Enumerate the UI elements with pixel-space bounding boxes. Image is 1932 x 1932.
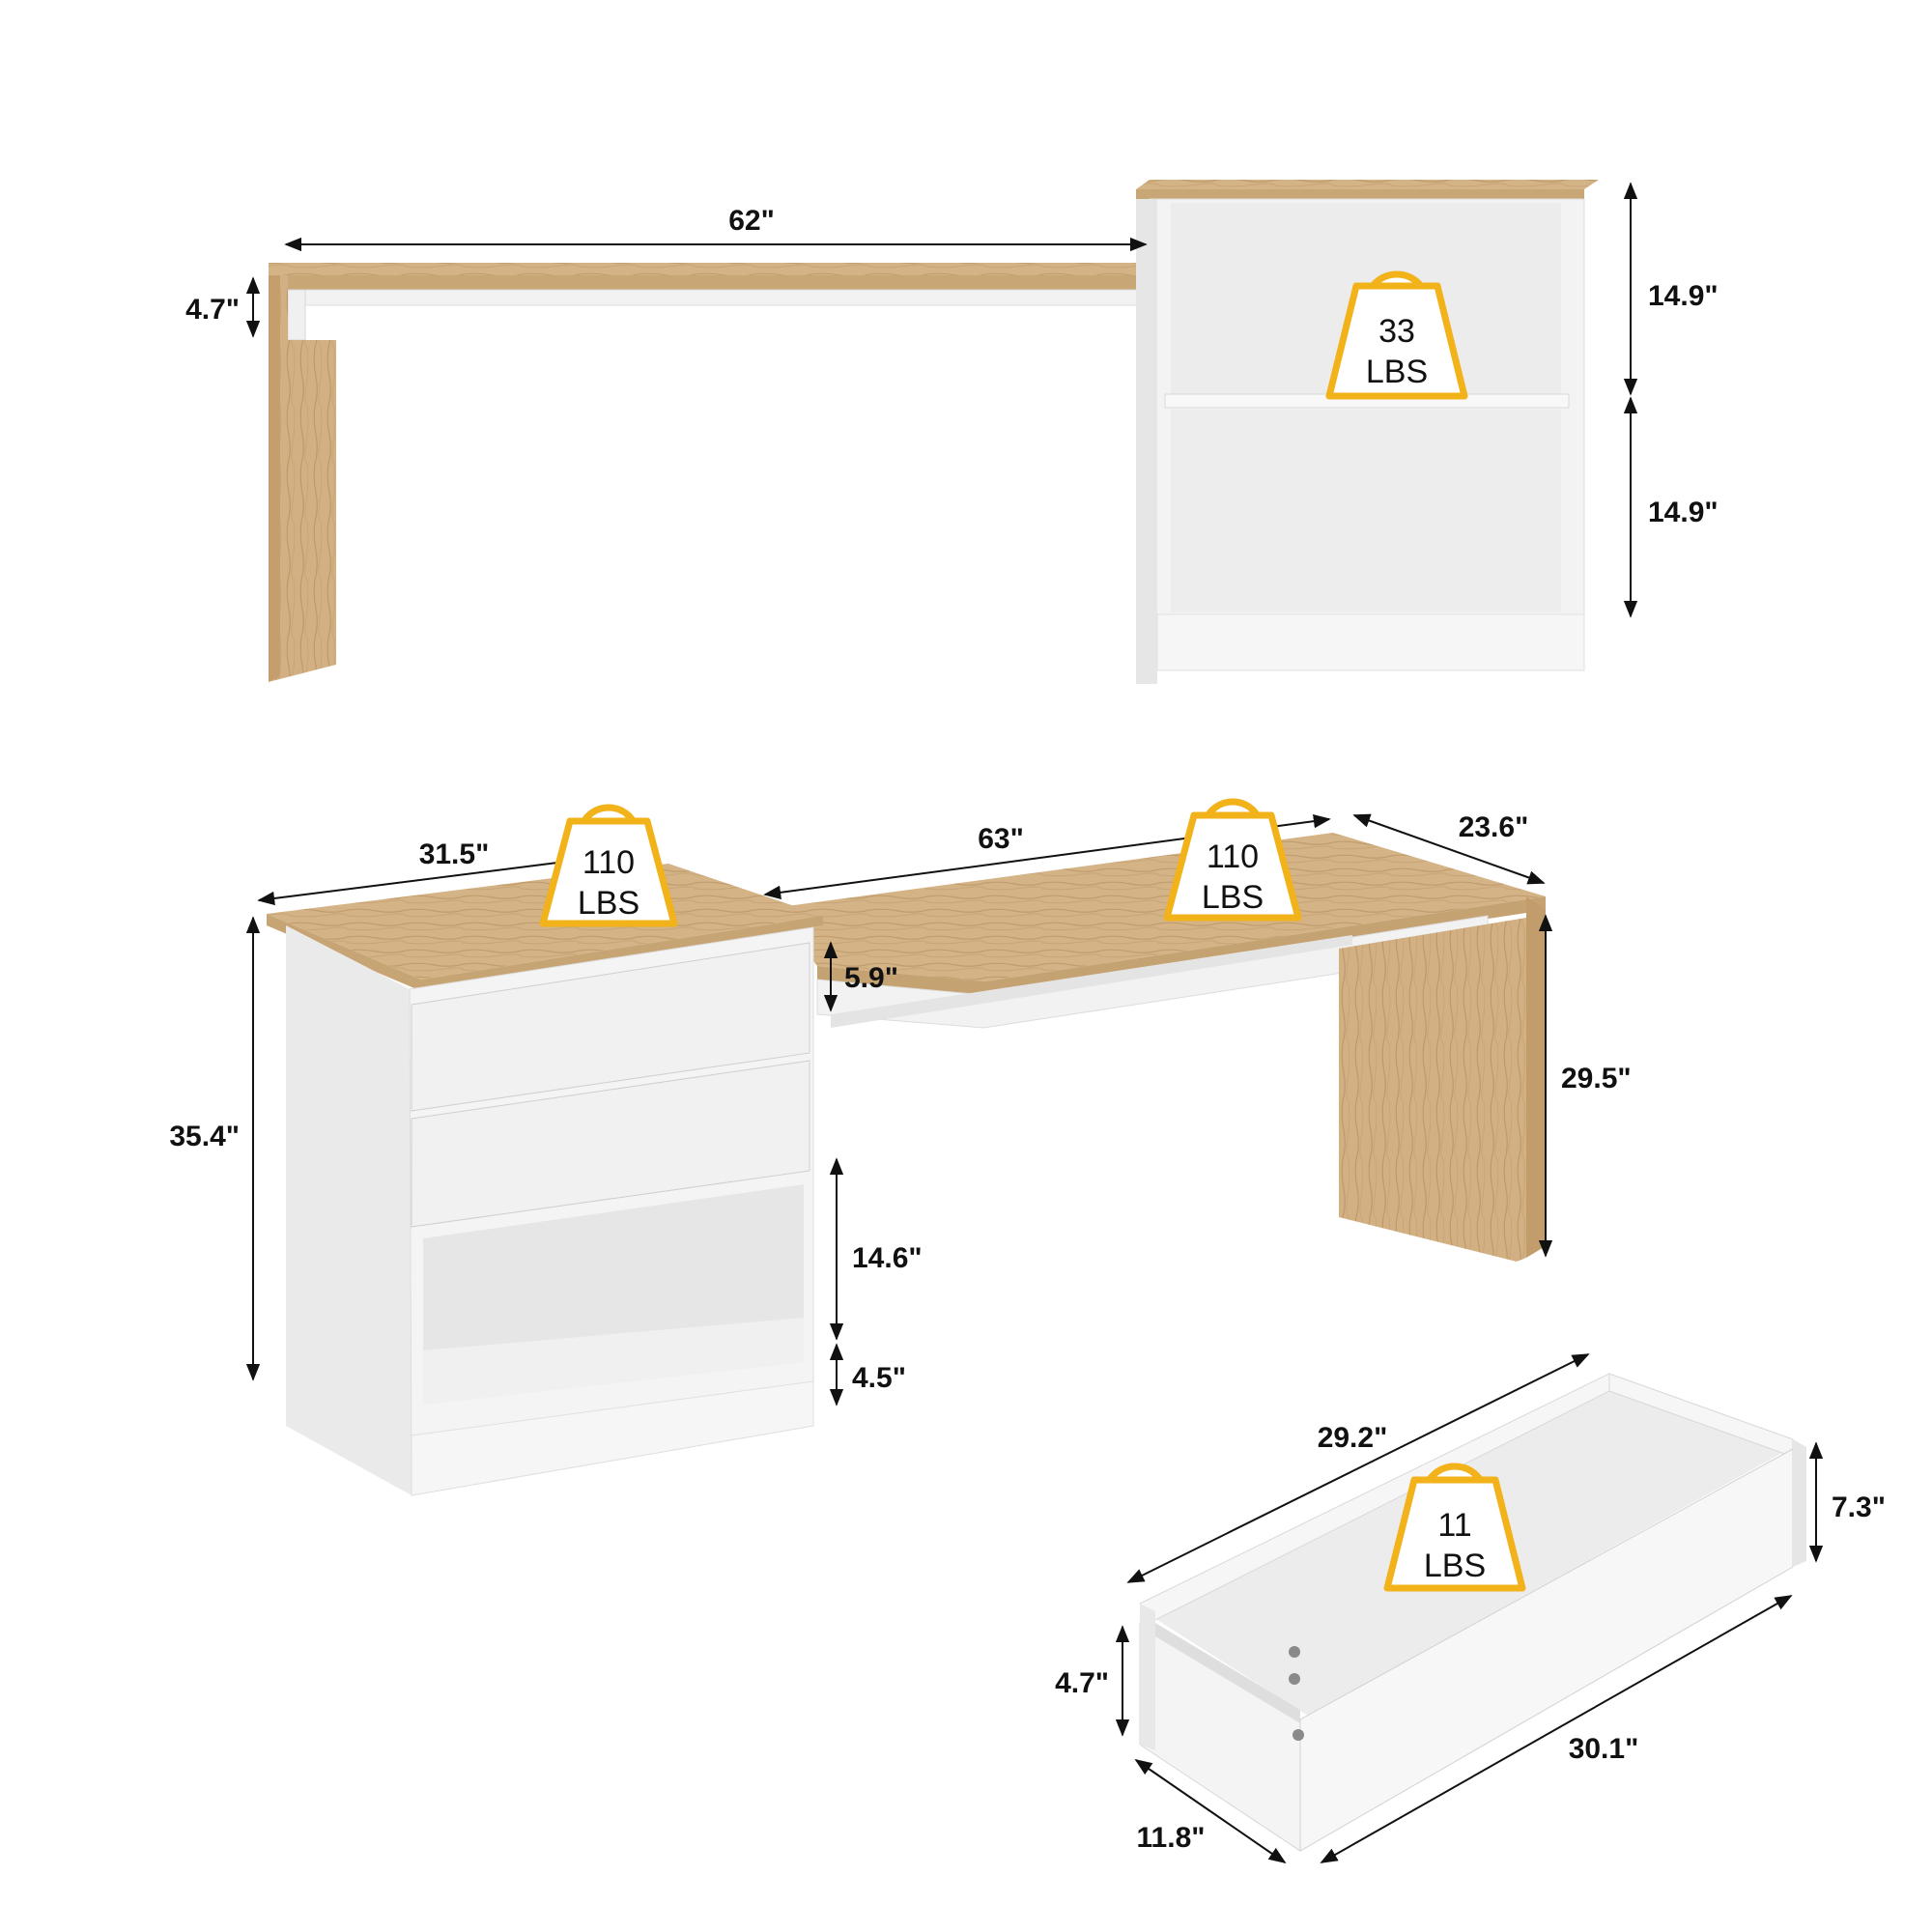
top-view-leg-side <box>269 275 280 682</box>
drawer-depth-arrow <box>1134 1758 1287 1864</box>
top-view-desk-board <box>269 263 1165 275</box>
desk-height-label: 29.5" <box>1561 1063 1632 1094</box>
top-view-thickness-label: 4.7" <box>185 294 240 326</box>
base-height-label: 4.5" <box>852 1362 906 1394</box>
top-view-shelf-lower-label: 14.9" <box>1648 497 1719 528</box>
drawer-front-height-label: 7.3" <box>1832 1492 1886 1523</box>
drawer-front-width-arrow <box>1320 1595 1793 1863</box>
open-shelf-height-label: 14.6" <box>852 1242 923 1274</box>
top-view-leg <box>269 275 336 682</box>
desk-depth-label: 23.6" <box>1459 811 1529 843</box>
cabinet-cavity-floor <box>423 1318 804 1405</box>
top-view-length-label: 62" <box>728 205 775 237</box>
weight-icon <box>539 817 678 927</box>
drawer-badge-unit: LBS <box>1424 1548 1486 1584</box>
top-view-shelf-lower-cavity <box>1171 410 1561 612</box>
weight-icon <box>1383 1476 1526 1592</box>
drawer-weight-badge: 11 LBS <box>1383 1463 1526 1592</box>
top-view-shelf-base <box>1156 613 1585 671</box>
shelf-badge-value: 33 <box>1378 313 1415 350</box>
desk-weight-badge: 110 LBS <box>1163 798 1302 922</box>
desk-apron-inner <box>831 935 1352 1028</box>
cabinet-weight-badge: 110 LBS <box>539 804 678 927</box>
screw-icon <box>1289 1646 1300 1658</box>
cabinet-drawer-top <box>411 942 810 1112</box>
drawer-length-label: 29.2" <box>1318 1422 1388 1454</box>
desk-top-front-edge <box>817 896 1546 995</box>
apron-height-label: 5.9" <box>844 962 898 994</box>
screw-icon <box>1289 1673 1300 1685</box>
drawer-end-face <box>1140 1604 1155 1750</box>
top-view: 62" 4.7" 14.9" 14.9" 33 LBS <box>185 180 1719 684</box>
desk-badge-unit: LBS <box>1202 879 1264 916</box>
top-view-shelf-top-edge <box>1136 189 1584 199</box>
cabinet-badge-value: 110 <box>582 844 635 881</box>
desk-leg-front <box>1339 918 1526 1262</box>
drawer-badge-value: 11 <box>1437 1507 1471 1544</box>
top-view-apron-bracket <box>287 289 306 341</box>
desk-top-surface <box>773 833 1546 981</box>
cabinet-width-label: 31.5" <box>419 838 490 870</box>
top-view-shelf-top <box>1136 180 1599 189</box>
top-view-apron <box>287 289 1164 306</box>
drawer-length-arrow <box>1126 1353 1590 1583</box>
desk-length-label: 63" <box>978 823 1024 855</box>
cabinet-badge-unit: LBS <box>578 885 639 922</box>
desk-badge-value: 110 <box>1207 838 1259 875</box>
screw-icon <box>1293 1729 1304 1741</box>
cabinet-drawer-bottom <box>411 1060 810 1228</box>
cabinet-base <box>411 1380 814 1496</box>
drawer-front-width-label: 30.1" <box>1569 1733 1639 1765</box>
top-view-desk-board-edge <box>269 275 1165 290</box>
drawer-side-height-label: 4.7" <box>1055 1667 1109 1699</box>
cabinet-side <box>286 925 412 1495</box>
drawer-view: 29.2" 7.3" 4.7" 11.8" 30.1" 11 LBS <box>1055 1353 1886 1864</box>
drawer-right-end <box>1793 1439 1806 1567</box>
shelf-weight-badge: 33 LBS <box>1325 270 1468 400</box>
top-view-shelf-upper-label: 14.9" <box>1648 280 1719 312</box>
drawer-depth-label: 11.8" <box>1137 1822 1206 1854</box>
cabinet-height-label: 35.4" <box>169 1121 240 1152</box>
weight-icon <box>1325 282 1468 400</box>
shelf-badge-unit: LBS <box>1366 354 1428 390</box>
drawer-inner-shadow <box>1155 1623 1300 1723</box>
assembled-view: 31.5" 63" 23.6" 5.9" 29.5" 35.4" 14.6" 4… <box>169 798 1632 1496</box>
weight-icon <box>1163 811 1302 922</box>
desk-leg-side <box>1526 896 1546 1258</box>
desk-depth-arrow <box>1352 813 1546 885</box>
top-view-shelf-side <box>1136 199 1157 684</box>
